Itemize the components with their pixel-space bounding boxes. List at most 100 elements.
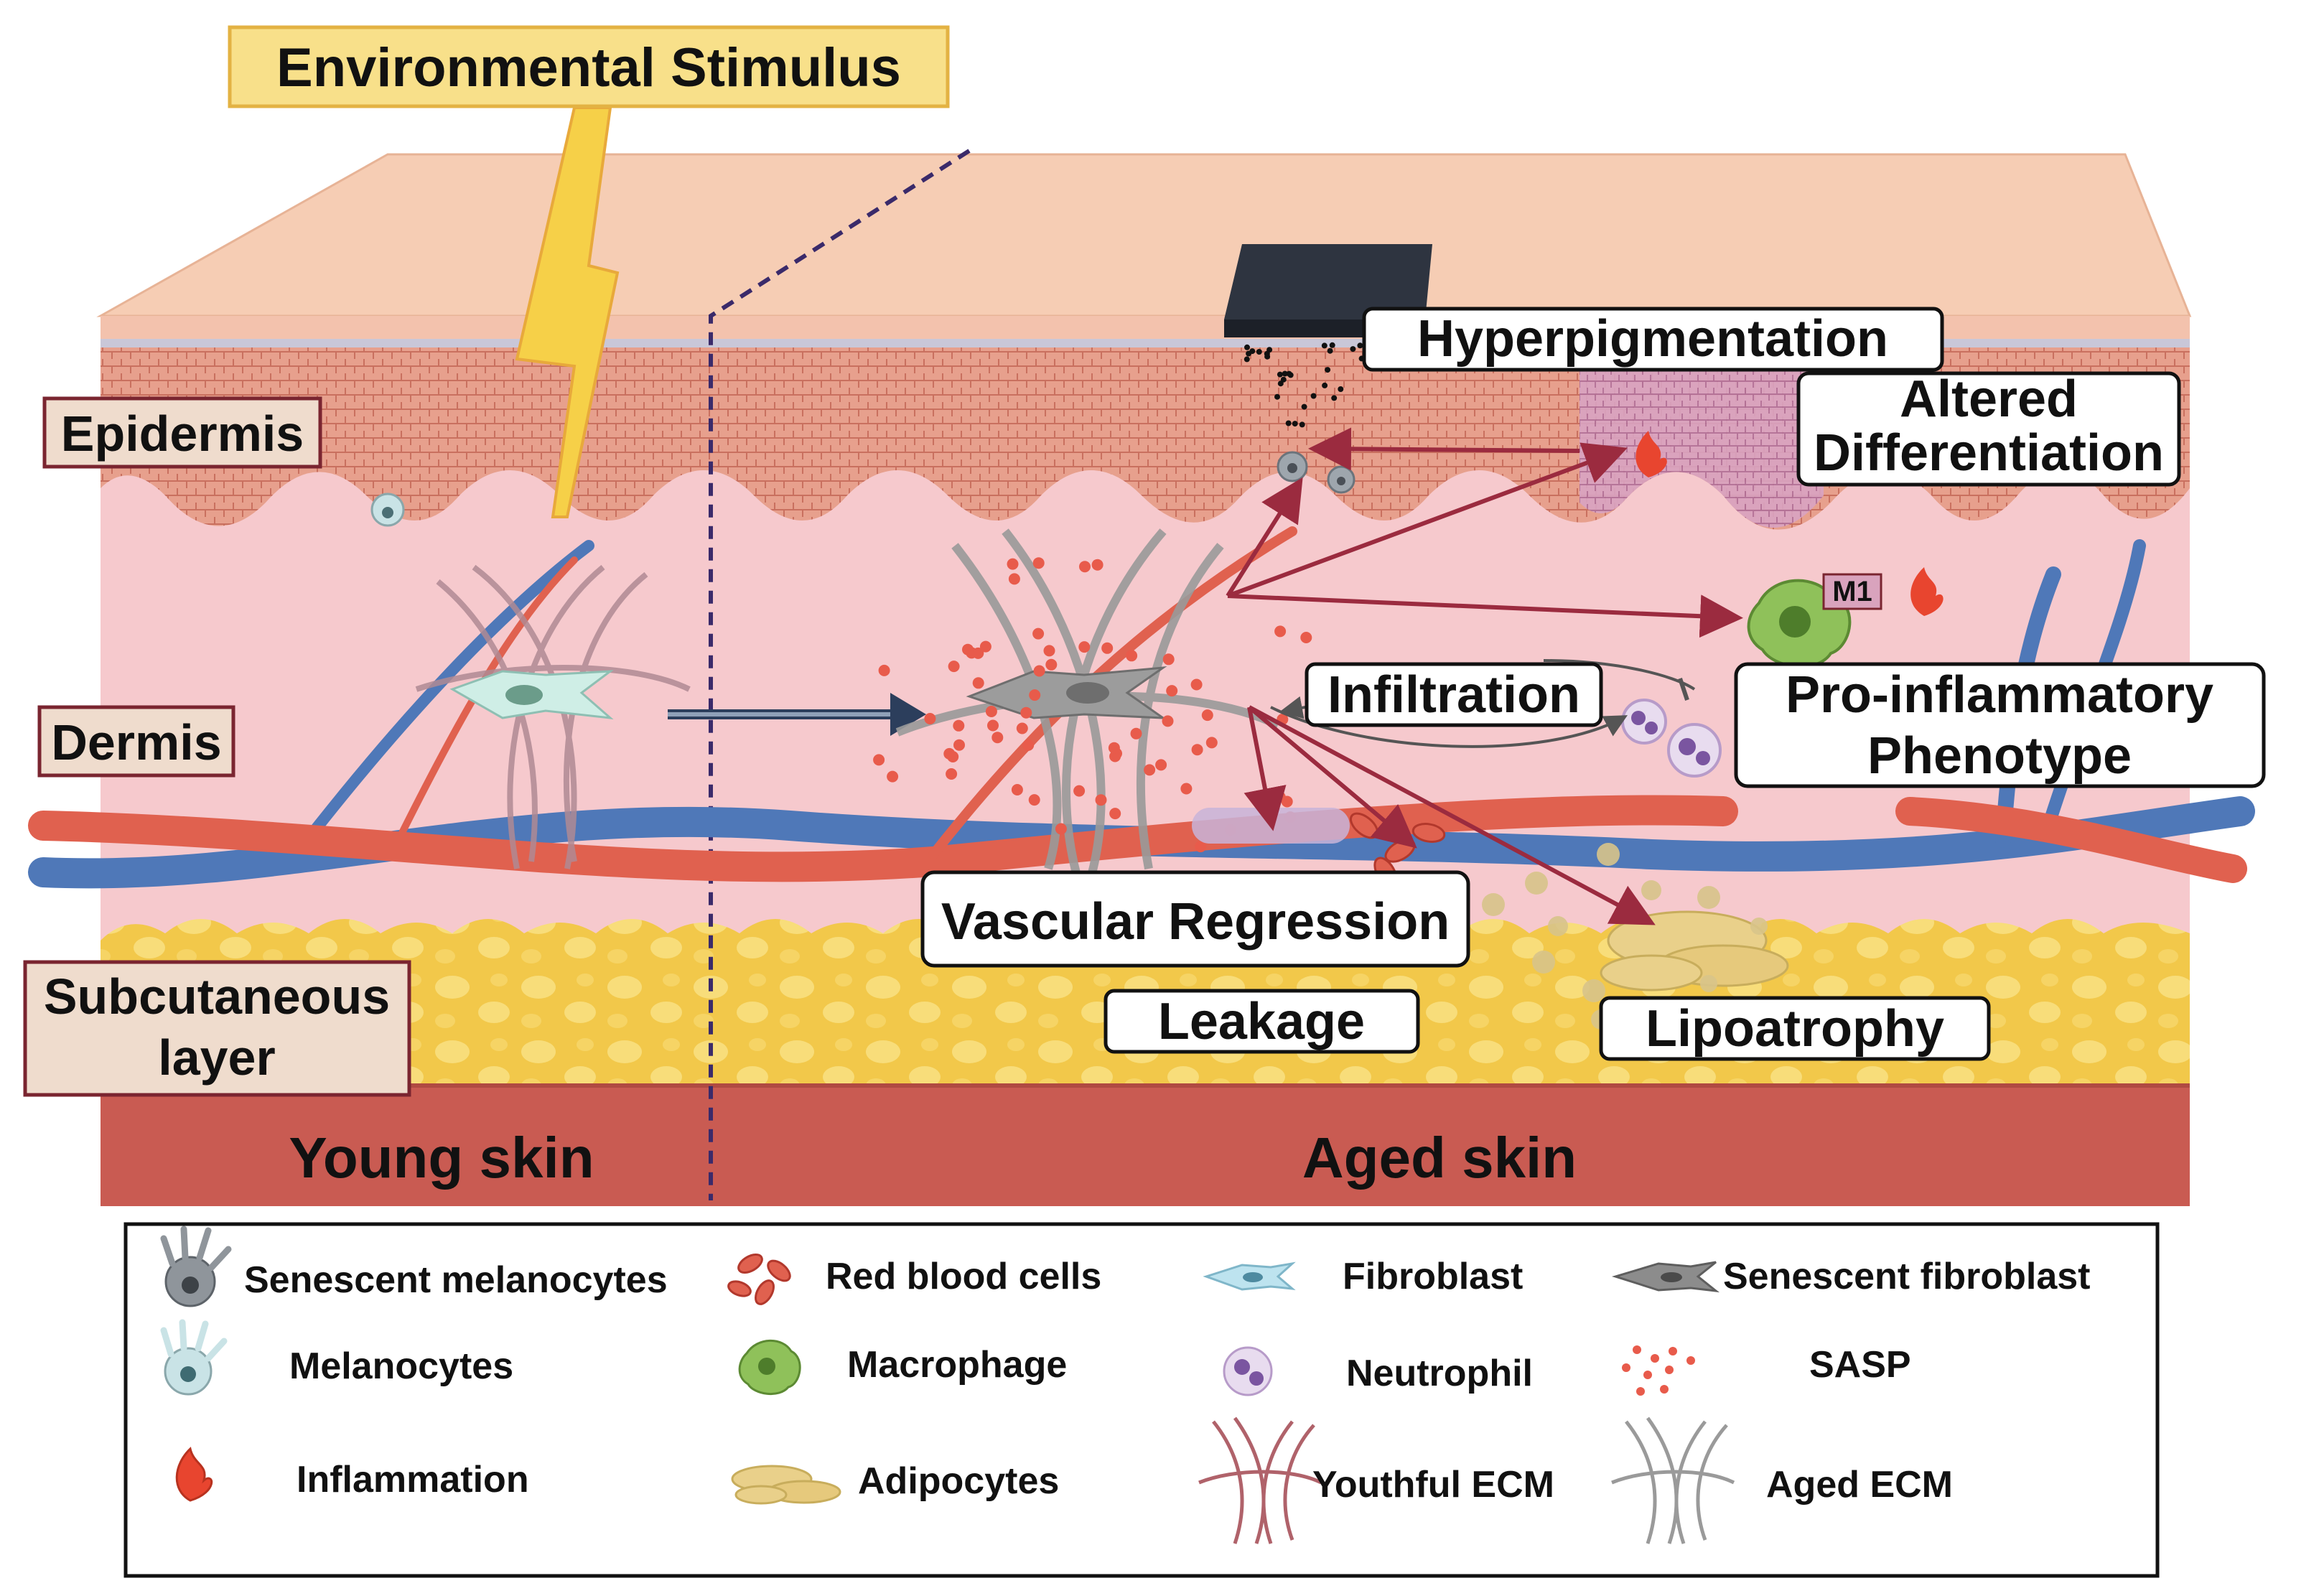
legend-label-fibroblast: Fibroblast bbox=[1343, 1256, 1523, 1297]
pigment-granule bbox=[1256, 349, 1262, 355]
sasp-particle bbox=[1043, 645, 1055, 657]
sasp-particle bbox=[948, 661, 960, 673]
aged-skin-label: Aged skin bbox=[1302, 1126, 1577, 1190]
sasp-particle bbox=[1180, 783, 1193, 795]
sasp-particle bbox=[1095, 794, 1107, 806]
sasp-particle bbox=[1101, 642, 1114, 654]
callout-infiltration: Infiltration bbox=[1305, 662, 1603, 727]
label-subcutaneous: Subcutaneous layer bbox=[23, 960, 411, 1097]
svg-text:Altered: Altered bbox=[1900, 370, 2078, 428]
svg-text:Lipoatrophy: Lipoatrophy bbox=[1646, 1000, 1944, 1058]
sasp-particle bbox=[1029, 689, 1041, 701]
pigment-granule bbox=[1299, 421, 1305, 428]
svg-text:Differentiation: Differentiation bbox=[1814, 424, 2164, 482]
pigment-granule bbox=[1244, 356, 1250, 363]
title: Environmental Stimulus bbox=[276, 37, 901, 98]
vein-branch-young bbox=[296, 540, 594, 853]
svg-text:Subcutaneous: Subcutaneous bbox=[44, 969, 390, 1025]
sasp-particle bbox=[1032, 557, 1045, 569]
sasp-particle bbox=[1190, 678, 1203, 691]
sasp-particle bbox=[1166, 685, 1178, 697]
pigment-granule bbox=[1292, 421, 1298, 427]
inflammation-icon-dermis bbox=[1910, 567, 1944, 616]
m1-macrophage: M1 bbox=[1747, 573, 1882, 668]
legend-frame bbox=[123, 1222, 2160, 1578]
svg-text:layer: layer bbox=[158, 1030, 275, 1086]
artery bbox=[28, 795, 1738, 882]
melanocyte-young bbox=[370, 493, 405, 527]
legend-label-senescent-fibroblast: Senescent fibroblast bbox=[1723, 1256, 2090, 1297]
pigment-granule bbox=[1301, 403, 1307, 410]
label-dermis: Dermis bbox=[37, 705, 235, 778]
young-aged-divider bbox=[709, 149, 971, 1200]
pigment-granule bbox=[1277, 381, 1284, 387]
legend-label-aged-ecm: Aged ECM bbox=[1766, 1464, 1953, 1506]
sasp-particle bbox=[1073, 785, 1086, 797]
pigment-granule bbox=[1286, 370, 1292, 377]
legend-label-senescent-melanocytes: Senescent melanocytes bbox=[244, 1259, 668, 1301]
pigment-granule bbox=[1327, 347, 1333, 354]
pigment-granule bbox=[1274, 393, 1280, 400]
sasp-particle bbox=[1274, 625, 1287, 638]
callout-altered-differentiation: Altered Differentiation bbox=[1796, 370, 2181, 487]
callout-proinflammatory: Pro-inflammatory Phenotype bbox=[1734, 662, 2266, 788]
sasp-particle bbox=[1078, 641, 1091, 653]
sasp-particle bbox=[1016, 722, 1028, 734]
pigment-granule bbox=[1322, 382, 1328, 388]
sasp-particle bbox=[1011, 784, 1023, 795]
sasp-particle bbox=[1109, 808, 1121, 820]
sasp-particle bbox=[953, 719, 965, 732]
callout-hyperpigmentation: Hyperpigmentation bbox=[1362, 307, 1944, 372]
base-band bbox=[101, 1086, 2190, 1206]
sasp-particle bbox=[1022, 739, 1035, 751]
svg-text:Leakage: Leakage bbox=[1158, 993, 1365, 1050]
m1-label: M1 bbox=[1832, 576, 1872, 607]
callout-leakage: Leakage bbox=[1103, 989, 1420, 1054]
artery-right bbox=[1895, 797, 2247, 883]
sasp-particle bbox=[947, 751, 959, 762]
senescent-melanocytes-aged bbox=[1277, 451, 1356, 494]
sasp-particle bbox=[1155, 759, 1167, 771]
inflammation-icon-epidermis bbox=[1636, 431, 1667, 477]
pigment-granule bbox=[1329, 342, 1335, 348]
sasp-particle bbox=[1162, 715, 1174, 727]
sasp-particle bbox=[1144, 764, 1156, 776]
sasp-particle bbox=[962, 643, 974, 655]
pigment-dots bbox=[1244, 342, 1371, 428]
svg-text:Pro-inflammatory: Pro-inflammatory bbox=[1786, 666, 2213, 724]
svg-text:Vascular Regression: Vascular Regression bbox=[941, 893, 1450, 951]
senescent-fibroblast bbox=[966, 666, 1167, 719]
sasp-particle bbox=[1028, 794, 1040, 806]
altered-differentiation-region bbox=[1580, 347, 1824, 528]
callout-lipoatrophy: Lipoatrophy bbox=[1599, 996, 1991, 1061]
legend-label-sasp: SASP bbox=[1809, 1344, 1911, 1386]
red-blood-cells-icon bbox=[727, 1254, 791, 1305]
skin-top-surface bbox=[96, 153, 2192, 317]
sasp-particle bbox=[1162, 653, 1175, 666]
sasp-particle bbox=[873, 754, 885, 766]
inflammation-icon bbox=[175, 1447, 213, 1502]
title-box: Environmental Stimulus bbox=[228, 25, 950, 108]
sasp-particle bbox=[1079, 561, 1091, 573]
sasp-particle bbox=[946, 768, 958, 780]
svg-text:Dermis: Dermis bbox=[51, 714, 221, 770]
sasp-icon bbox=[1622, 1345, 1695, 1396]
legend-label-youthful-ecm: Youthful ECM bbox=[1312, 1464, 1554, 1506]
young-skin-label: Young skin bbox=[289, 1126, 594, 1190]
pigment-granule bbox=[1244, 344, 1250, 350]
sasp-particle bbox=[1032, 627, 1045, 640]
sasp-particle bbox=[979, 640, 991, 653]
legend-label-melanocytes: Melanocytes bbox=[289, 1345, 513, 1387]
sasp-particle bbox=[1201, 709, 1213, 722]
callout-vascular-regression: Vascular Regression bbox=[920, 870, 1470, 968]
label-epidermis: Epidermis bbox=[42, 396, 322, 469]
sasp-particle bbox=[1007, 558, 1019, 570]
sasp-particle bbox=[878, 664, 890, 676]
fibroblast bbox=[449, 670, 614, 720]
lightning-bolt bbox=[515, 106, 620, 518]
sasp-particle bbox=[985, 706, 997, 717]
legend-label-inflammation: Inflammation bbox=[297, 1459, 529, 1501]
young-to-aged-arrow bbox=[668, 693, 926, 736]
pigment-granule bbox=[1321, 342, 1328, 349]
pigment-granule bbox=[1249, 348, 1256, 355]
